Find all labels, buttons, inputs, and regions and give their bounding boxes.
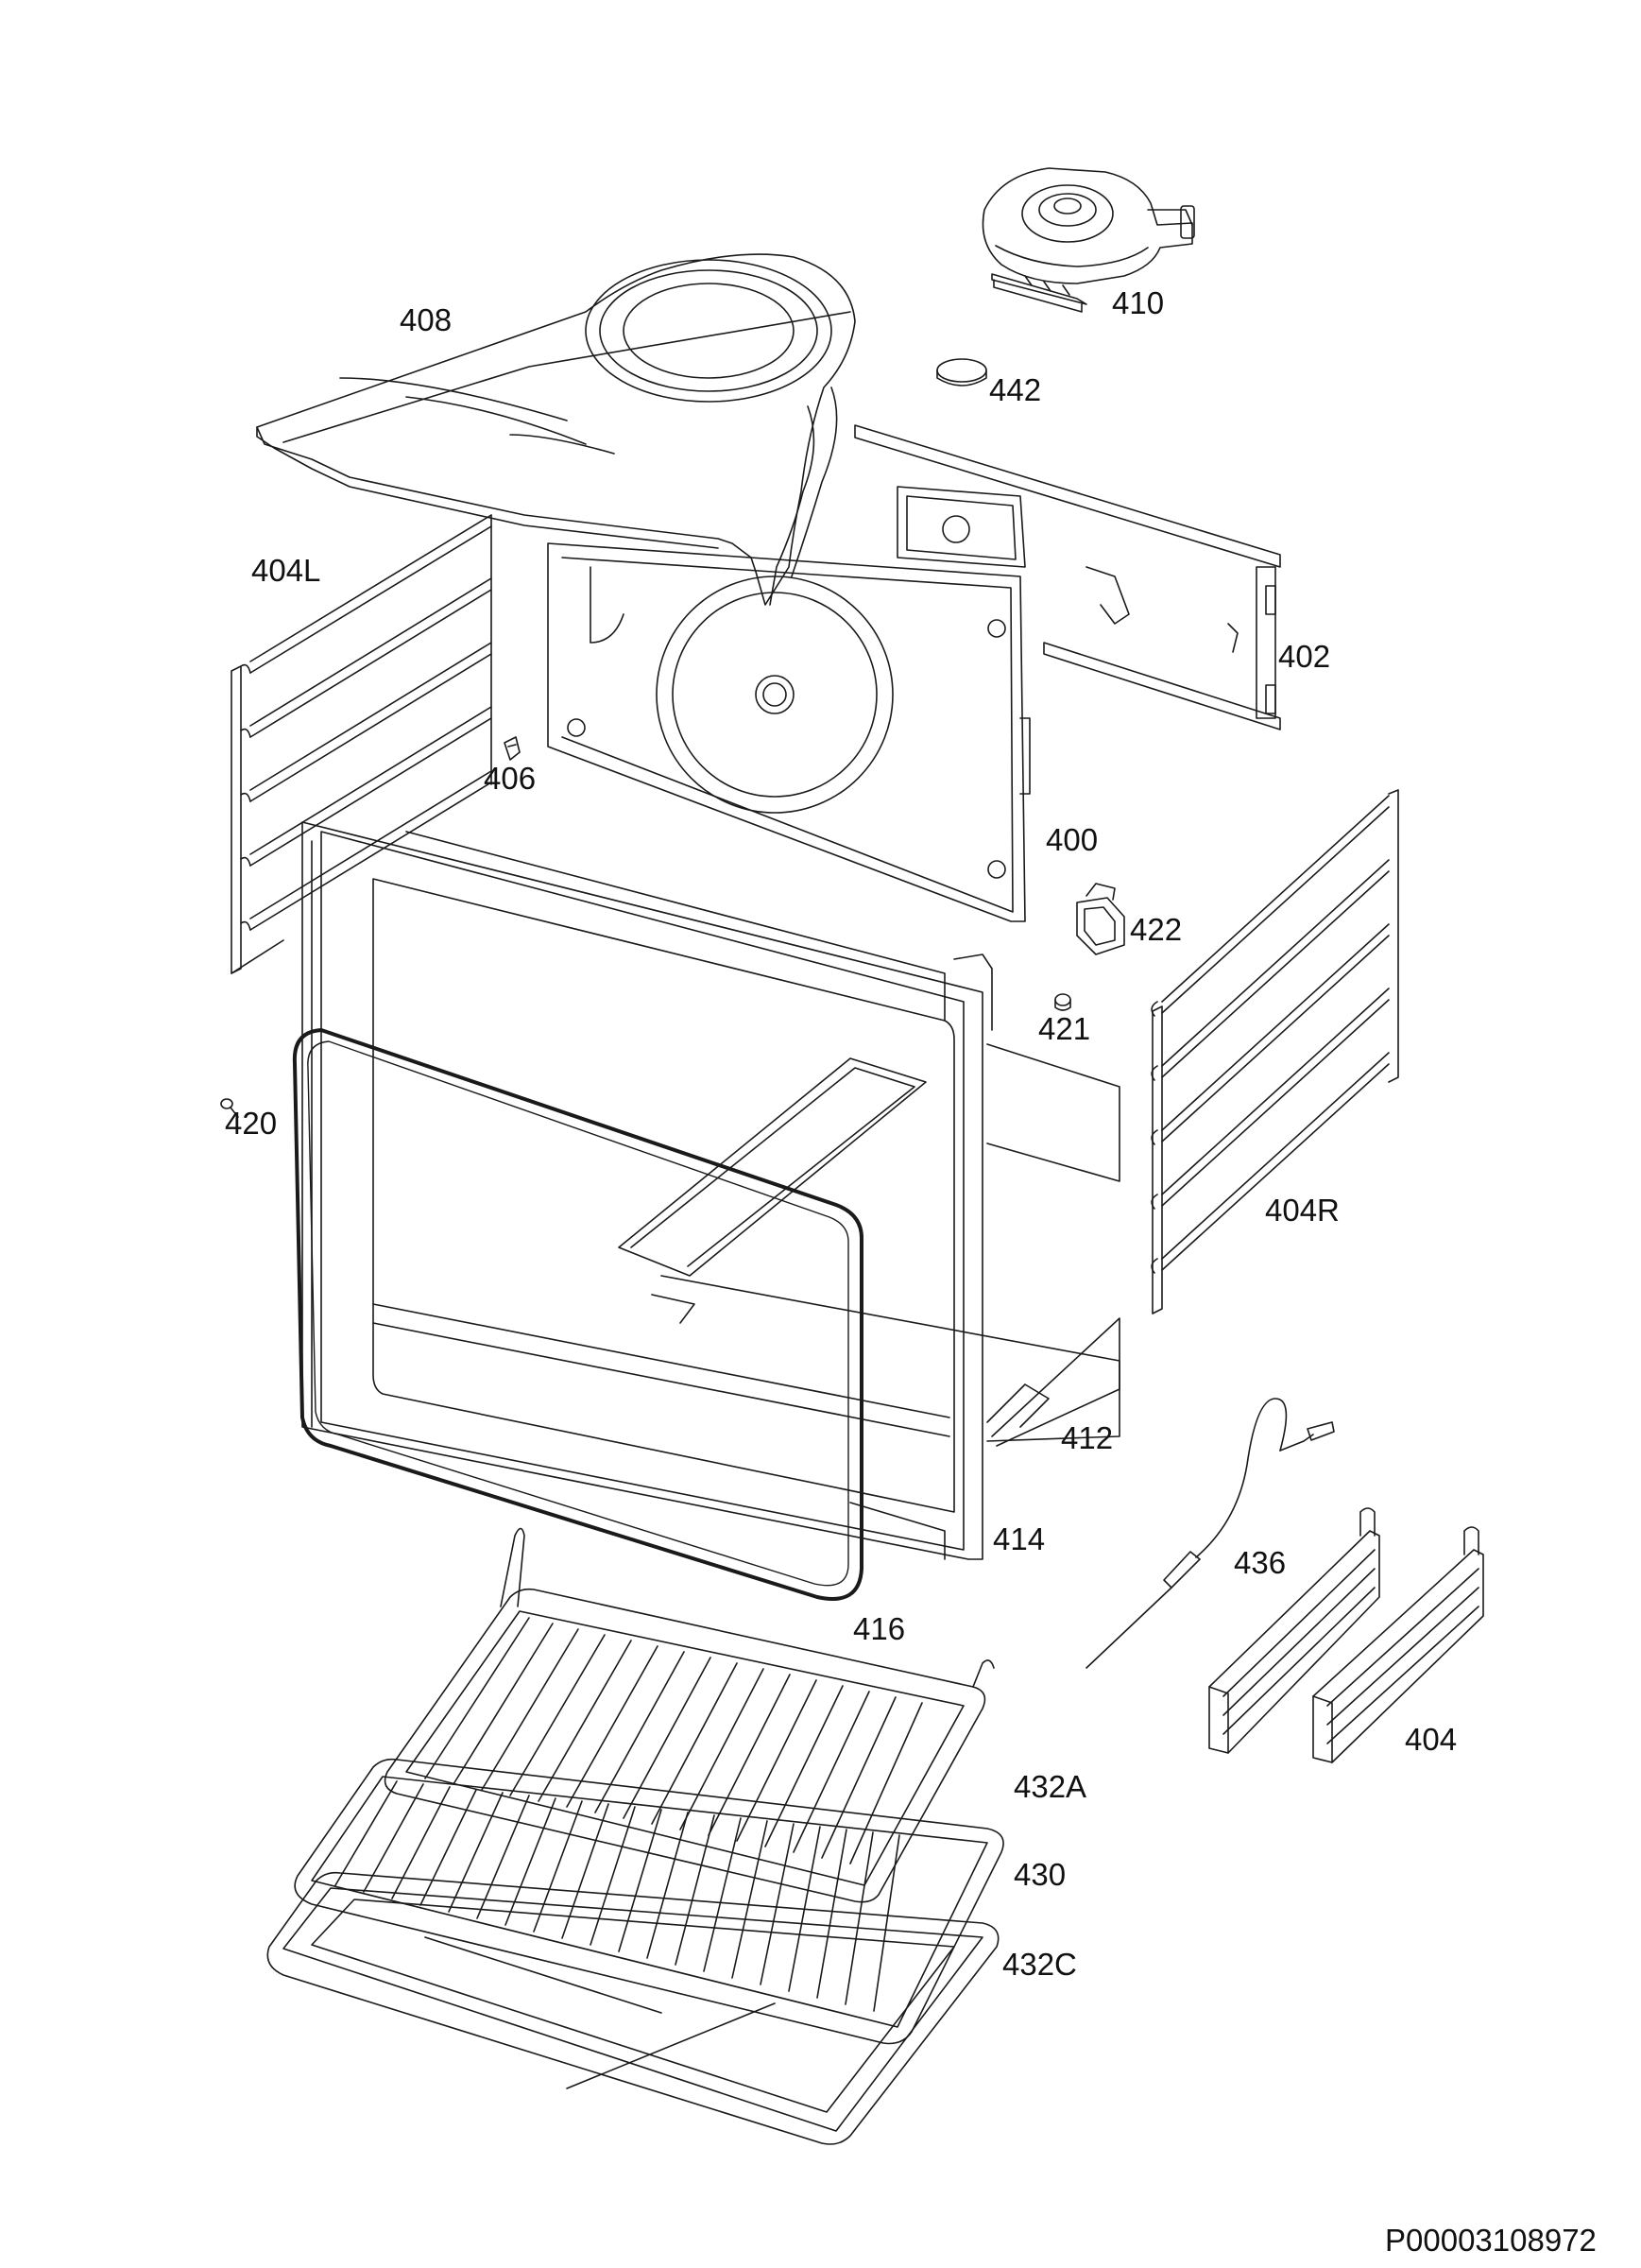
left-shelf-support-part bbox=[231, 515, 491, 973]
label-404R: 404R bbox=[1265, 1193, 1340, 1228]
screw-420-part bbox=[221, 1099, 238, 1117]
label-410: 410 bbox=[1112, 285, 1164, 320]
inner-door-frame-part bbox=[302, 822, 992, 1559]
label-430: 430 bbox=[1014, 1857, 1066, 1892]
label-442: 442 bbox=[989, 372, 1041, 407]
drawing-number: P00003108972 bbox=[1385, 2223, 1597, 2258]
fan-cover-part bbox=[257, 254, 855, 605]
label-416: 416 bbox=[853, 1611, 905, 1646]
label-414: 414 bbox=[993, 1521, 1045, 1556]
label-421: 421 bbox=[1038, 1011, 1090, 1046]
baking-tray-part bbox=[267, 1873, 998, 2144]
small-clip-part bbox=[504, 737, 520, 760]
meat-probe-part bbox=[1086, 1399, 1334, 1668]
label-412: 412 bbox=[1061, 1420, 1113, 1455]
rear-bracket-rail-part bbox=[855, 425, 1280, 730]
door-gasket-part bbox=[295, 1030, 862, 1599]
wire-rack-part bbox=[385, 1529, 994, 1902]
label-406: 406 bbox=[484, 761, 536, 796]
telescopic-runner-left-part bbox=[1209, 1508, 1379, 1753]
small-screw-421-part bbox=[1055, 994, 1070, 1010]
grill-rack-part bbox=[295, 1760, 1003, 2044]
lamp-socket-part bbox=[1077, 884, 1124, 954]
right-shelf-support-part bbox=[1152, 790, 1398, 1314]
oven-cavity-frame-part bbox=[619, 1044, 1120, 1446]
label-420: 420 bbox=[225, 1106, 277, 1141]
label-432C: 432C bbox=[1002, 1947, 1077, 1982]
telescopic-runner-right-part bbox=[1313, 1527, 1483, 1762]
fan-motor-part bbox=[983, 168, 1194, 312]
label-436: 436 bbox=[1234, 1545, 1286, 1580]
part-labels: 410 408 442 404L 402 406 400 422 421 420… bbox=[225, 285, 1597, 2258]
label-432A: 432A bbox=[1014, 1769, 1086, 1804]
label-408: 408 bbox=[400, 302, 452, 337]
label-402: 402 bbox=[1278, 639, 1330, 674]
label-400: 400 bbox=[1046, 822, 1098, 857]
label-404L: 404L bbox=[251, 553, 320, 588]
label-422: 422 bbox=[1130, 912, 1182, 947]
cap-part bbox=[937, 359, 986, 386]
label-404: 404 bbox=[1405, 1722, 1457, 1757]
rear-panel-part bbox=[548, 487, 1030, 921]
